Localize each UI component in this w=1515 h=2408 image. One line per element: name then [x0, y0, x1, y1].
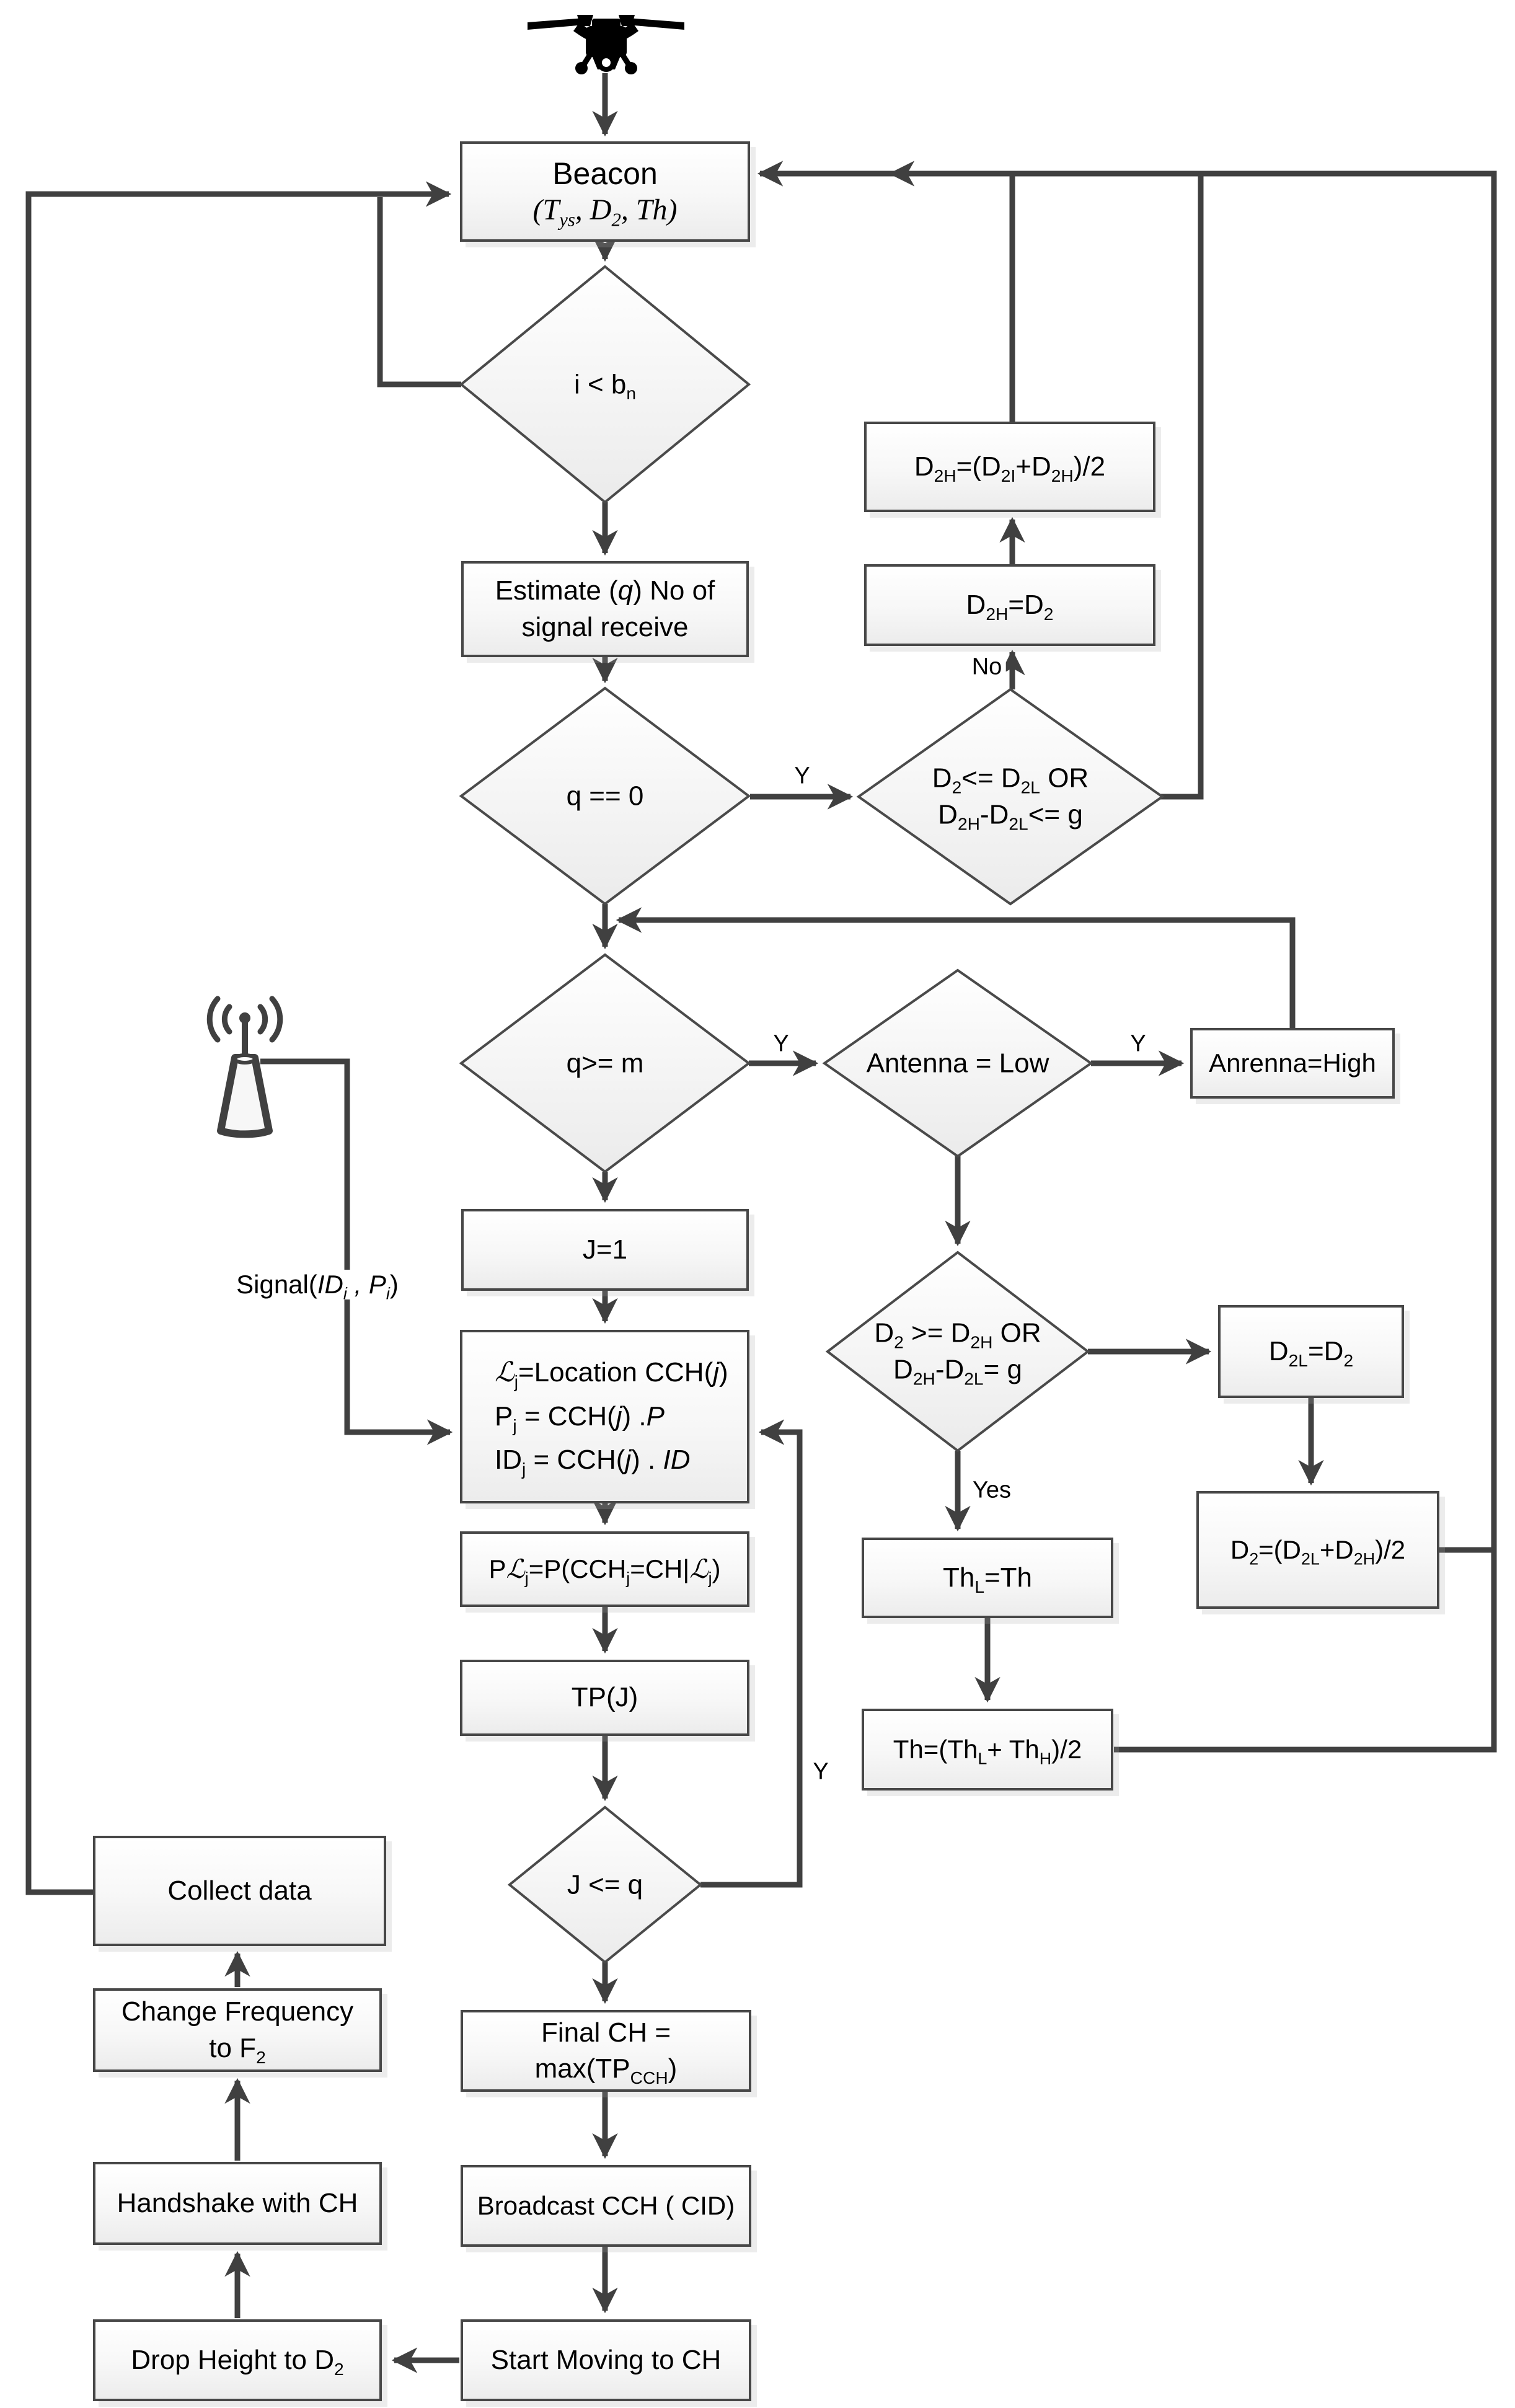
- drop-height-label: Drop Height to D2: [131, 2344, 344, 2379]
- decision-d2-high-check: [825, 1250, 1090, 1453]
- process-antenna-high: Anrenna=High: [1190, 1028, 1395, 1099]
- process-handshake: Handshake with CH: [93, 2162, 382, 2245]
- th-update-label: Th=(ThL+ ThH)/2: [893, 1735, 1082, 1768]
- decision-i-lt-bn-label: i < bn: [573, 369, 637, 404]
- decision-d2-high-check-label: D2 >= D2H OR D2H-D2L= g: [874, 1315, 1041, 1389]
- cch-lookup-line2: Pj = CCH(j) .P: [495, 1401, 665, 1435]
- process-broadcast: Broadcast CCH ( CID): [461, 2165, 751, 2247]
- process-final-ch: Final CH = max(TPCCH): [461, 2010, 751, 2092]
- process-thl-assign: ThL=Th: [862, 1538, 1113, 1618]
- process-collect-data: Collect data: [93, 1836, 386, 1946]
- start-moving-label: Start Moving to CH: [490, 2344, 722, 2375]
- collect-data-label: Collect data: [167, 1875, 312, 1906]
- decision-j-le-q-label: J <= q: [567, 1869, 643, 1900]
- process-change-frequency: Change Frequency to F2: [93, 1988, 382, 2072]
- antenna-tower-icon: [206, 996, 283, 1138]
- d2-high-check-line2: D2H-D2L= g: [893, 1355, 1022, 1389]
- decision-q-ge-m: [459, 953, 751, 1174]
- process-d2h-update: D2H=(D2I+D2H)/2: [864, 422, 1155, 512]
- estimate-line1: Estimate (q) No of: [495, 575, 715, 606]
- estimate-line2: signal receive: [521, 611, 689, 642]
- decision-antenna-low: [822, 968, 1093, 1158]
- j-init-label: J=1: [582, 1234, 628, 1265]
- process-beacon: Beacon (Tys, D2, Th): [460, 141, 750, 242]
- cch-lookup-line3: IDj = CCH(j) . ID: [495, 1445, 691, 1479]
- tp-label: TP(J): [571, 1682, 638, 1713]
- process-start-moving: Start Moving to CH: [461, 2319, 751, 2401]
- edge-label-no: No: [968, 653, 1006, 681]
- decision-q-ge-m-label: q>= m: [566, 1048, 644, 1079]
- d2-update-label: D2=(D2L+D2H)/2: [1230, 1535, 1406, 1569]
- decision-i-lt-bn: [459, 265, 751, 504]
- d2h-update-label: D2H=(D2I+D2H)/2: [914, 451, 1106, 485]
- process-d2l-assign: D2L=D2: [1218, 1305, 1404, 1398]
- edge-label-loop-yes: Y: [809, 1758, 833, 1786]
- d2-low-check-line1: D2<= D2L OR: [932, 763, 1089, 797]
- decision-d2-low-check: [856, 688, 1165, 906]
- beacon-params: (Tys, D2, Th): [532, 193, 678, 231]
- d2-high-check-line1: D2 >= D2H OR: [874, 1317, 1041, 1352]
- thl-assign-label: ThL=Th: [942, 1562, 1033, 1596]
- antenna-high-label: Anrenna=High: [1209, 1048, 1376, 1078]
- process-d2-update: D2=(D2L+D2H)/2: [1196, 1491, 1439, 1609]
- process-tp: TP(J): [460, 1660, 749, 1736]
- edge-label-yes: Yes: [969, 1477, 1015, 1504]
- process-th-update: Th=(ThL+ ThH)/2: [862, 1709, 1113, 1791]
- change-frequency-line1: Change Frequency: [121, 1996, 354, 2027]
- final-ch-line2: max(TPCCH): [534, 2053, 678, 2087]
- drone-icon: [528, 15, 684, 74]
- beacon-title: Beacon: [552, 156, 658, 192]
- cch-lookup-line1: ℒj=Location CCH(j): [495, 1357, 728, 1392]
- final-ch-line1: Final CH =: [541, 2017, 671, 2048]
- process-j-init: J=1: [461, 1209, 749, 1291]
- process-probability: Pℒj=P(CCHj=CH|ℒj): [460, 1531, 749, 1607]
- d2l-assign-label: D2L=D2: [1268, 1335, 1354, 1370]
- process-estimate-signals: Estimate (q) No of signal receive: [461, 561, 749, 657]
- decision-j-le-q: [507, 1805, 703, 1964]
- signal-annotation: Signal(IDi , Pi): [232, 1270, 402, 1302]
- decision-d2-low-check-label: D2<= D2L OR D2H-D2L<= g: [932, 760, 1089, 834]
- process-drop-height: Drop Height to D2: [93, 2319, 382, 2401]
- process-d2h-assign: D2H=D2: [864, 564, 1155, 646]
- decision-antenna-low-label: Antenna = Low: [866, 1048, 1049, 1079]
- probability-label: Pℒj=P(CCHj=CH|ℒj): [488, 1554, 721, 1588]
- edge-label-qm-yes: Y: [769, 1030, 793, 1058]
- d2-low-check-line2: D2H-D2L<= g: [938, 800, 1083, 834]
- decision-q-eq-0-label: q == 0: [566, 781, 644, 812]
- edge-label-q0-yes: Y: [790, 763, 814, 790]
- decision-q-eq-0: [459, 686, 751, 906]
- process-cch-lookup: ℒj=Location CCH(j) Pj = CCH(j) .P IDj = …: [460, 1330, 749, 1503]
- broadcast-label: Broadcast CCH ( CID): [477, 2191, 735, 2221]
- d2h-assign-label: D2H=D2: [966, 589, 1054, 624]
- change-frequency-line2: to F2: [209, 2032, 266, 2067]
- edge-label-antenna-yes: Y: [1126, 1030, 1150, 1058]
- handshake-label: Handshake with CH: [117, 2187, 358, 2218]
